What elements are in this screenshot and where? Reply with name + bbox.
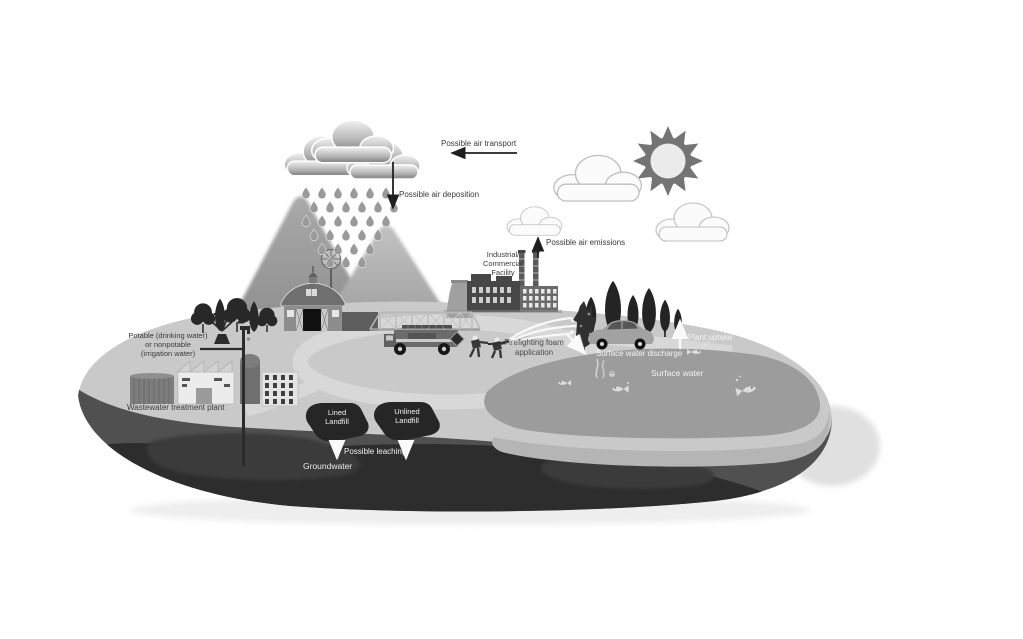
air-transport-label: Possible air transport — [441, 139, 517, 148]
facility-label: Industrial/ Commercial Facility — [482, 250, 523, 278]
tree-icon — [190, 298, 278, 333]
sediment-band — [492, 410, 830, 467]
barn-icon — [280, 266, 378, 332]
cloud-icon — [506, 154, 730, 242]
potable-water-label: Potable (drinking water) or nonpotable (… — [128, 331, 208, 359]
fish-icon — [558, 340, 757, 397]
arrow-icon — [386, 146, 545, 258]
surface-water-body — [484, 348, 821, 439]
smokestack-icon — [518, 250, 540, 305]
well-pipe-icon — [200, 328, 245, 466]
surface-water-discharge-label: Surface water discharge — [596, 349, 683, 358]
seaweed-icon — [595, 358, 615, 379]
lined-landfill-label: Lined Landfill — [325, 408, 349, 427]
plant-uptake-label: Plant uptake — [688, 333, 733, 342]
factory-icon — [444, 250, 562, 318]
groundwater-label: Groundwater — [303, 461, 353, 471]
sun-icon — [633, 126, 703, 196]
air-deposition-label: Possible air deposition — [399, 190, 480, 199]
possible-leaching-label: Possible leaching — [344, 447, 407, 456]
faucet-icon — [238, 321, 251, 341]
arrow-icon — [328, 318, 689, 461]
rain-cloud-icon — [283, 119, 421, 180]
firefighter-icon — [468, 335, 511, 359]
unlined-landfill-label: Unlined Landfill — [394, 407, 420, 426]
fire-truck-icon — [384, 325, 465, 355]
wastewater-plant-label: Wastewater treatment plant — [127, 403, 225, 412]
air-emissions-label: Possible air emissions — [546, 238, 626, 247]
firefighting-foam-label: Firefighting foam application — [504, 338, 564, 357]
surface-water-label: Surface water — [651, 368, 704, 378]
foam-spray-icon — [508, 316, 580, 344]
car-icon — [588, 320, 654, 350]
